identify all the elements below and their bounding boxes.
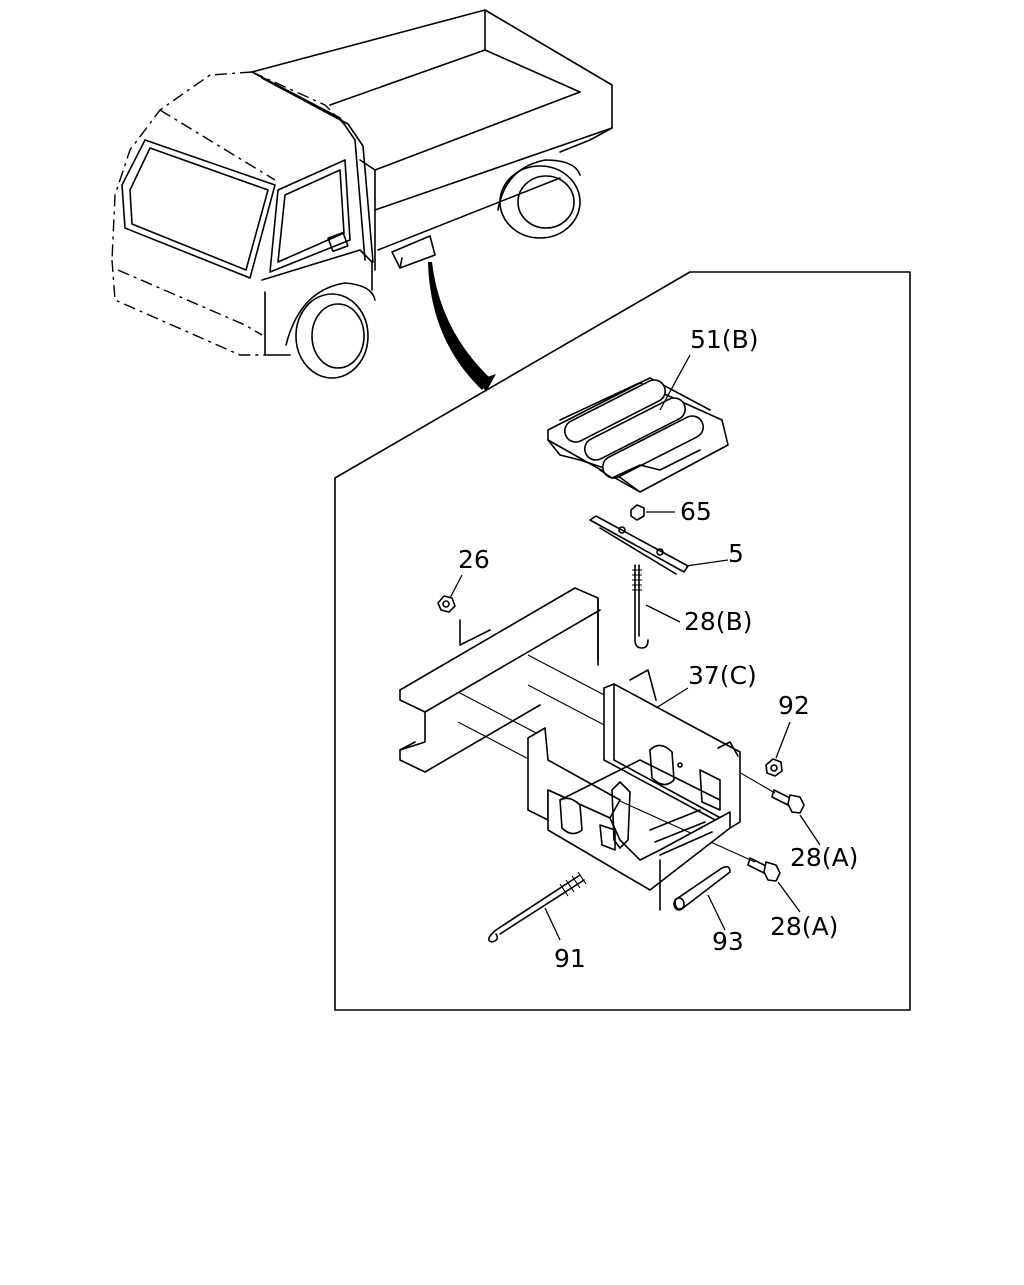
label-91: 91	[554, 944, 586, 973]
bracket-37c	[603, 669, 741, 829]
pipe-93	[673, 865, 731, 911]
label-26: 26	[458, 545, 490, 574]
label-5: 5	[728, 539, 744, 568]
bolt-28b	[632, 564, 649, 649]
detail-frame	[334, 271, 911, 1011]
label-93: 93	[712, 927, 744, 956]
rod-91	[488, 871, 587, 943]
leader-lines	[449, 354, 821, 941]
frame-rail	[399, 587, 601, 773]
bolt-28a-lower	[747, 857, 781, 882]
battery-cover	[547, 377, 729, 493]
truck-overview	[111, 9, 613, 392]
nut-65	[630, 504, 645, 521]
label-65: 65	[680, 497, 712, 526]
label-28b: 28(B)	[684, 607, 752, 636]
part-labels: 51(B) 65 5 26 28(B) 37(C) 92 28(A) 28(A)…	[458, 325, 858, 973]
label-51b: 51(B)	[690, 325, 758, 354]
label-92: 92	[778, 691, 810, 720]
nut-26	[437, 595, 456, 613]
label-28a-lower: 28(A)	[770, 912, 838, 941]
nut-92	[765, 758, 783, 777]
label-37c: 37(C)	[688, 661, 757, 690]
label-28a-upper: 28(A)	[790, 843, 858, 872]
battery-tray	[527, 727, 731, 911]
bolt-28a-upper	[771, 789, 805, 814]
